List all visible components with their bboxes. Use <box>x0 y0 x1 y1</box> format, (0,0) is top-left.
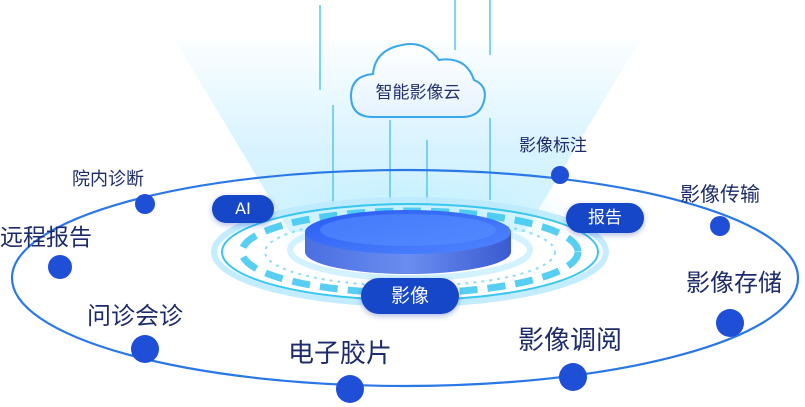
node-label-remote: 远程报告 <box>0 225 92 251</box>
node-label-inhospital: 院内诊断 <box>72 169 144 190</box>
ai-badge: AI <box>212 195 274 223</box>
node-label-annotation: 影像标注 <box>519 136 587 156</box>
node-dot-film <box>336 375 364 403</box>
node-dot-storage <box>716 309 744 337</box>
orbit-nodes <box>48 166 744 403</box>
node-label-storage: 影像存储 <box>686 269 782 297</box>
node-dot-remote <box>48 255 72 279</box>
node-dot-inhospital <box>135 194 155 214</box>
node-dot-consult <box>131 335 159 363</box>
node-dot-transfer <box>710 216 730 236</box>
light-lines <box>319 0 491 205</box>
orbit-ring <box>10 168 800 388</box>
center-disc <box>305 210 511 274</box>
cloud-label: 智能影像云 <box>375 83 461 103</box>
node-label-film: 电子胶片 <box>288 339 393 369</box>
node-dot-annotation <box>551 166 569 184</box>
cloud-icon <box>349 43 486 118</box>
node-label-transfer: 影像传输 <box>680 182 760 206</box>
node-dot-review <box>559 363 587 391</box>
report-badge: 报告 <box>566 203 644 233</box>
node-label-consult: 问诊会诊 <box>87 302 183 330</box>
image-badge: 影像 <box>361 278 459 314</box>
node-label-review: 影像调阅 <box>518 326 623 356</box>
